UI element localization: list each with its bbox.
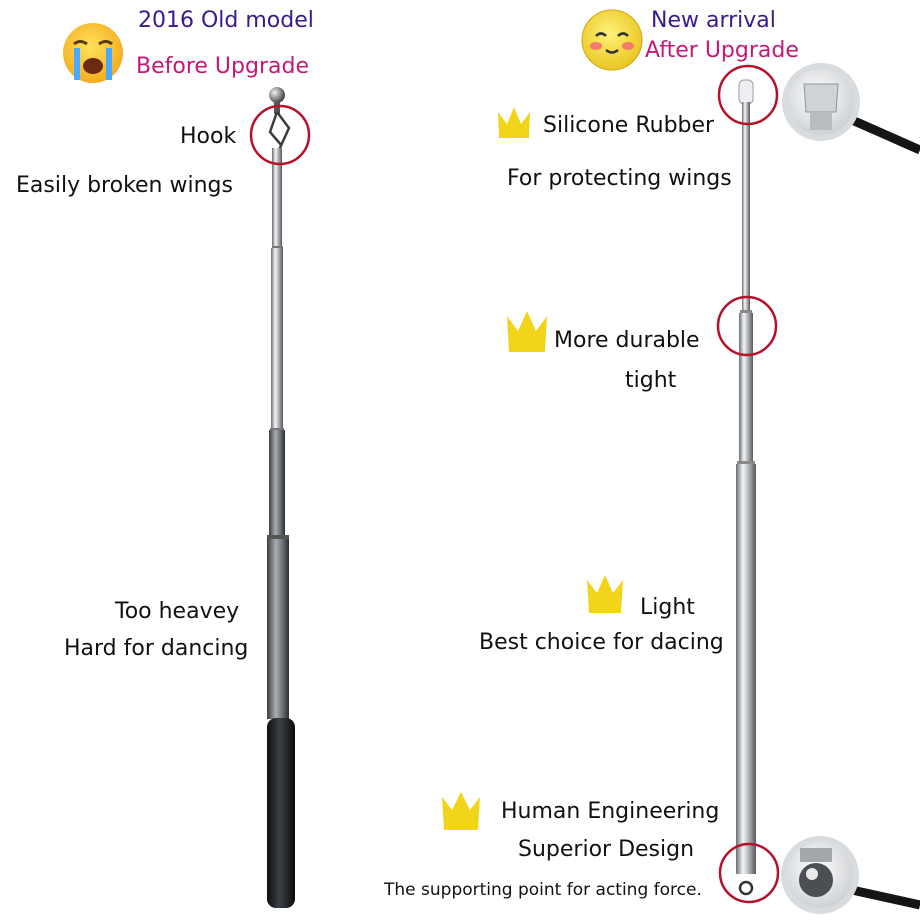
magnifier-top	[782, 63, 920, 155]
silicone-rubber-title: Silicone Rubber	[543, 113, 715, 138]
hook-label: Hook	[180, 124, 237, 149]
new-arrival-title: New arrival	[651, 8, 776, 33]
engineering-title: Human Engineering	[501, 799, 720, 824]
old-model-title: 2016 Old model	[138, 8, 314, 33]
blushing-smile-icon	[581, 9, 643, 71]
crown-icon	[507, 311, 547, 352]
light-note: Best choice for dacing	[479, 630, 724, 655]
durable-title: More durable	[554, 328, 700, 353]
engineering-detail: The supporting point for acting force.	[384, 880, 702, 900]
durable-note: tight	[625, 368, 677, 393]
light-title: Light	[640, 595, 695, 620]
engineering-note: Superior Design	[518, 837, 695, 862]
hook-note: Easily broken wings	[16, 173, 233, 198]
old-model-pole	[267, 87, 295, 908]
crown-icon	[587, 575, 623, 613]
crown-icon	[442, 792, 480, 830]
before-upgrade-label: Before Upgrade	[136, 54, 309, 79]
crown-icon	[498, 107, 530, 138]
weight-note-line1: Too heavey	[115, 599, 240, 624]
crying-face-icon	[63, 23, 123, 83]
silicone-rubber-note: For protecting wings	[507, 166, 732, 191]
magnifier-bottom	[781, 836, 920, 914]
highlight-circles	[249, 64, 780, 904]
weight-note-line2: Hard for dancing	[64, 636, 249, 661]
new-model-pole	[736, 79, 756, 896]
after-upgrade-label: After Upgrade	[645, 38, 799, 63]
